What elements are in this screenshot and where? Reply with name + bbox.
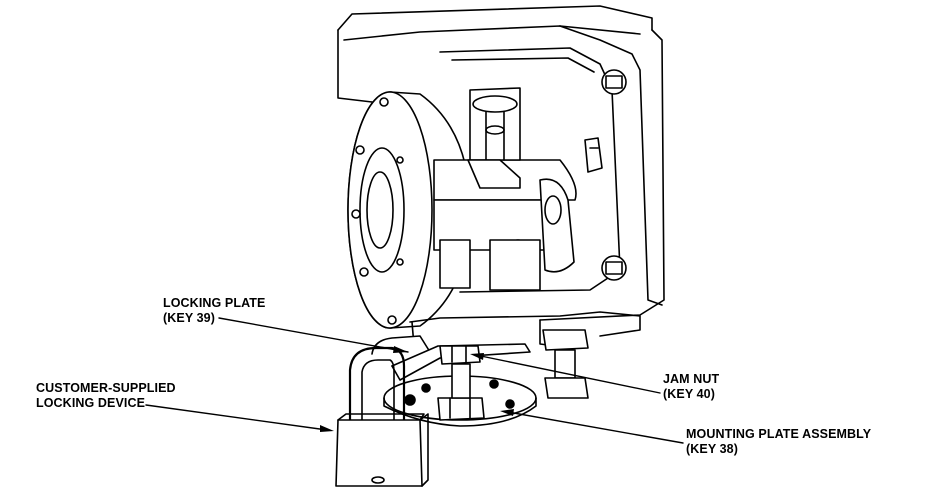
arrowhead-locking-device xyxy=(320,425,334,432)
padlock xyxy=(335,346,429,487)
callout-jam-nut-name: JAM NUT xyxy=(663,372,720,386)
callout-locking-plate-name: LOCKING PLATE xyxy=(163,296,266,310)
leader-lines xyxy=(145,317,684,444)
callout-jam-nut: JAM NUT (KEY 40) xyxy=(663,372,719,402)
callout-locking-plate-key: (KEY 39) xyxy=(163,311,215,325)
callout-locking-device-key: LOCKING DEVICE xyxy=(36,396,146,410)
callout-jam-nut-key: (KEY 40) xyxy=(663,387,715,401)
actuator-housing xyxy=(337,5,665,321)
callout-locking-device: CUSTOMER-SUPPLIED LOCKING DEVICE xyxy=(36,381,176,411)
leader-jam-nut xyxy=(475,354,661,394)
callout-mounting-plate: MOUNTING PLATE ASSEMBLY (KEY 38) xyxy=(686,427,871,457)
jam-nut xyxy=(439,345,481,399)
callout-mounting-plate-key: (KEY 38) xyxy=(686,442,738,456)
leader-mounting-plate xyxy=(507,411,684,444)
callout-mounting-plate-name: MOUNTING PLATE ASSEMBLY xyxy=(686,427,872,441)
arrowhead-jam-nut xyxy=(470,353,484,360)
callout-locking-plate: LOCKING PLATE (KEY 39) xyxy=(163,296,265,326)
leader-locking-plate xyxy=(218,317,409,353)
callout-locking-device-name: CUSTOMER-SUPPLIED xyxy=(36,381,176,395)
arrowhead-locking-plate xyxy=(393,346,408,353)
coupling xyxy=(433,87,577,291)
arrowhead-mounting-plate xyxy=(500,409,514,416)
leader-locking-device xyxy=(145,404,328,431)
leader-arrowheads xyxy=(320,346,514,432)
